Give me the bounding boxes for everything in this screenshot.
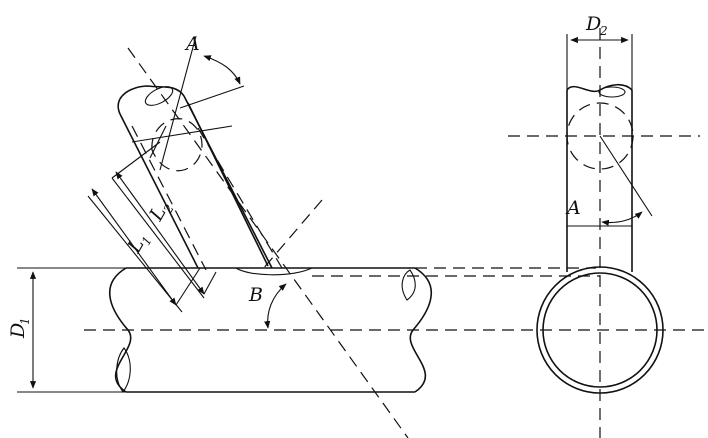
- svg-text:2: 2: [599, 24, 608, 38]
- l1-label: L 1: [123, 234, 155, 257]
- branch-pipe-dashed-inner-right: [197, 127, 283, 269]
- branch-cross-section-circle: [151, 118, 203, 172]
- l2-dimension: [111, 171, 217, 299]
- main-pipe-break-left-mark: [116, 347, 131, 393]
- intersection-curve: [235, 267, 313, 276]
- angle-a-leader: [179, 85, 245, 109]
- svg-text:1: 1: [18, 317, 32, 325]
- main-pipe: [108, 267, 433, 393]
- d1-label: D 1: [7, 317, 32, 339]
- angle-a-label-side: A: [184, 33, 200, 55]
- l2-label: L 2: [145, 202, 177, 225]
- branch-pipe-end-hole: [144, 86, 174, 106]
- branch-centerline: [127, 47, 409, 438]
- angle-a-arc: [203, 55, 241, 85]
- angle-a-end-arc: [601, 211, 643, 226]
- end-view-diagonal-construction: [599, 135, 653, 217]
- end-view-branch-hole: [598, 86, 626, 98]
- svg-text:D: D: [7, 323, 29, 339]
- perpendicular-dashed: [261, 199, 323, 271]
- svg-text:D: D: [585, 13, 601, 35]
- l-dimension-guide: [111, 141, 161, 179]
- construction-line-c: [149, 125, 167, 159]
- angle-b-label: B: [248, 284, 263, 306]
- construction-line-a: [159, 35, 197, 171]
- angle-a-label-end: A: [565, 197, 581, 219]
- construction-line-b: [131, 125, 233, 143]
- d2-label: D 2: [585, 13, 608, 38]
- angle-b-arc: [264, 283, 287, 329]
- d2-dimension: [566, 34, 633, 90]
- main-pipe-break-right-mark: [401, 269, 416, 301]
